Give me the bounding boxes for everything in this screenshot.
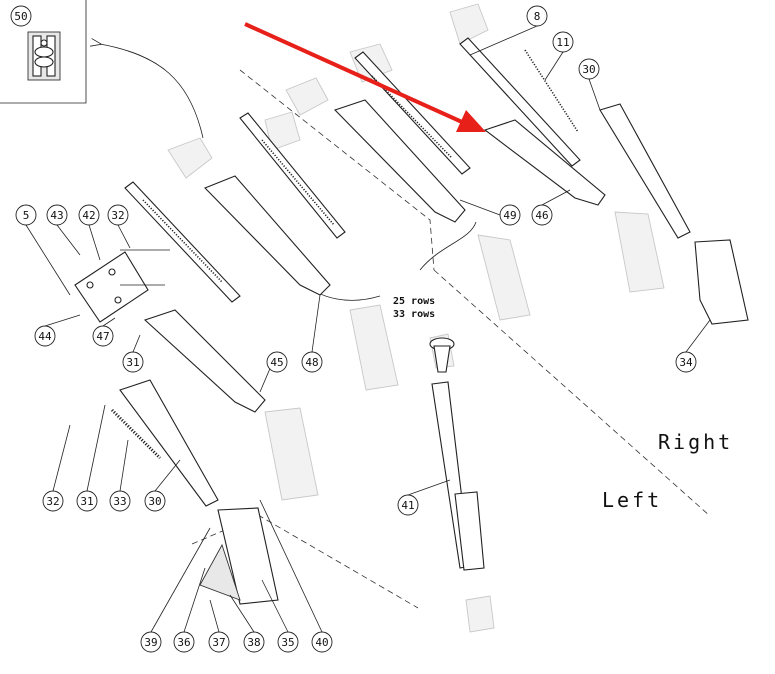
callout-50: 50 (10, 5, 32, 27)
callout-47: 47 (92, 325, 114, 347)
callout-circle (675, 351, 697, 373)
callout-circle (46, 204, 68, 226)
callout-37: 37 (208, 631, 230, 653)
callout-circle (78, 204, 100, 226)
callout-circle (301, 351, 323, 373)
arm-frames (119, 99, 691, 507)
callout-number: 42 (82, 209, 95, 222)
callout-layer: 50 8 11 30 5 43 42 32 49 46 44 47 31 48 45 34 32 31 33 30 41… (10, 5, 697, 653)
callout-number: 30 (582, 63, 595, 76)
callout-31: 31 (122, 351, 144, 373)
callout-42: 42 (78, 204, 100, 226)
callout-circle (42, 490, 64, 512)
callout-number: 35 (281, 636, 294, 649)
callout-number: 49 (503, 209, 516, 222)
callout-number: 46 (535, 209, 548, 222)
callout-32: 32 (42, 490, 64, 512)
callout-circle (208, 631, 230, 653)
callout-46: 46 (531, 204, 553, 226)
callout-number: 33 (113, 495, 126, 508)
bracket-plate (74, 249, 170, 323)
callout-39: 39 (140, 631, 162, 653)
callout-circle (531, 204, 553, 226)
callout-number: 11 (556, 36, 569, 49)
callout-number: 8 (534, 10, 541, 23)
callout-circle (243, 631, 265, 653)
callout-31: 31 (76, 490, 98, 512)
callout-11: 11 (552, 31, 574, 53)
callout-circle (526, 5, 548, 27)
left-side-label: Left (602, 488, 662, 512)
callout-40: 40 (311, 631, 333, 653)
callout-5: 5 (15, 204, 37, 226)
callout-41: 41 (397, 494, 419, 516)
callout-number: 45 (270, 356, 283, 369)
callout-43: 43 (46, 204, 68, 226)
callout-number: 38 (247, 636, 260, 649)
callout-circle (76, 490, 98, 512)
leader-lines (25, 25, 711, 633)
callout-circle (266, 351, 288, 373)
callout-48: 48 (301, 351, 323, 373)
callout-33: 33 (109, 490, 131, 512)
callout-circle (92, 325, 114, 347)
callout-number: 5 (23, 209, 30, 222)
callout-35: 35 (277, 631, 299, 653)
callout-circle (144, 490, 166, 512)
callout-number: 31 (80, 495, 93, 508)
spring-33 (110, 408, 162, 460)
tube-assembly-left (124, 37, 581, 303)
detail-curve-arrow (100, 44, 204, 139)
center-post (429, 337, 485, 571)
callout-number: 37 (212, 636, 225, 649)
callout-circle (311, 631, 333, 653)
callout-34: 34 (675, 351, 697, 373)
callout-circle (122, 351, 144, 373)
rows-note-line1: 25 rows (393, 296, 435, 307)
callout-number: 39 (144, 636, 157, 649)
callout-number: 30 (148, 495, 161, 508)
callout-44: 44 (34, 325, 56, 347)
callout-number: 43 (50, 209, 63, 222)
callout-number: 50 (14, 10, 27, 23)
callout-30: 30 (578, 58, 600, 80)
callout-circle (34, 325, 56, 347)
callout-circle (140, 631, 162, 653)
callout-circle (578, 58, 600, 80)
callout-number: 36 (177, 636, 190, 649)
callout-45: 45 (266, 351, 288, 373)
callout-number: 31 (126, 356, 139, 369)
callout-36: 36 (173, 631, 195, 653)
callout-8: 8 (526, 5, 548, 27)
callout-number: 47 (96, 330, 109, 343)
highlight-arrow (244, 22, 486, 132)
callout-circle (10, 5, 32, 27)
callout-number: 34 (679, 356, 693, 369)
callout-circle (499, 204, 521, 226)
callout-number: 32 (46, 495, 59, 508)
right-side-label: Right (658, 430, 733, 454)
callout-38: 38 (243, 631, 265, 653)
callout-number: 41 (401, 499, 414, 512)
callout-32: 32 (107, 204, 129, 226)
detail-inset-box (0, 0, 87, 104)
rows-note-line2: 33 rows (393, 309, 435, 320)
callout-number: 48 (305, 356, 318, 369)
callout-49: 49 (499, 204, 521, 226)
callout-circle (109, 490, 131, 512)
callout-number: 40 (315, 636, 328, 649)
callout-circle (173, 631, 195, 653)
callout-number: 44 (38, 330, 52, 343)
callout-circle (552, 31, 574, 53)
callout-circle (107, 204, 129, 226)
callout-circle (15, 204, 37, 226)
grip-pieces (199, 239, 749, 605)
callout-30: 30 (144, 490, 166, 512)
callout-circle (397, 494, 419, 516)
callout-number: 32 (111, 209, 124, 222)
callout-circle (277, 631, 299, 653)
